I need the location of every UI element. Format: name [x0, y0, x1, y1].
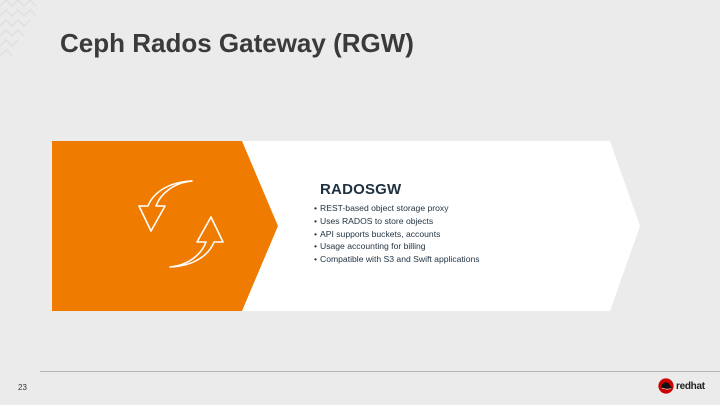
panel-content: RADOSGW REST-based object storage proxy … [314, 181, 614, 266]
corner-pattern-icon [0, 0, 36, 57]
list-item: REST-based object storage proxy [314, 202, 614, 215]
icon-chevron [52, 141, 278, 311]
page-number: 23 [18, 383, 27, 392]
feature-list: REST-based object storage proxy Uses RAD… [314, 202, 614, 266]
slide-title: Ceph Rados Gateway (RGW) [60, 28, 414, 58]
red-hat-logo: redhat [658, 378, 710, 396]
list-item: Compatible with S3 and Swift application… [314, 253, 614, 266]
red-hat-logo-icon [658, 378, 674, 394]
list-item: Usage accounting for billing [314, 240, 614, 253]
logo-wordmark: redhat [676, 381, 705, 392]
footer-divider [40, 371, 720, 372]
list-item: API supports buckets, accounts [314, 228, 614, 241]
panel-heading: RADOSGW [320, 181, 402, 198]
list-item: Uses RADOS to store objects [314, 215, 614, 228]
refresh-arrows-icon [138, 180, 224, 268]
